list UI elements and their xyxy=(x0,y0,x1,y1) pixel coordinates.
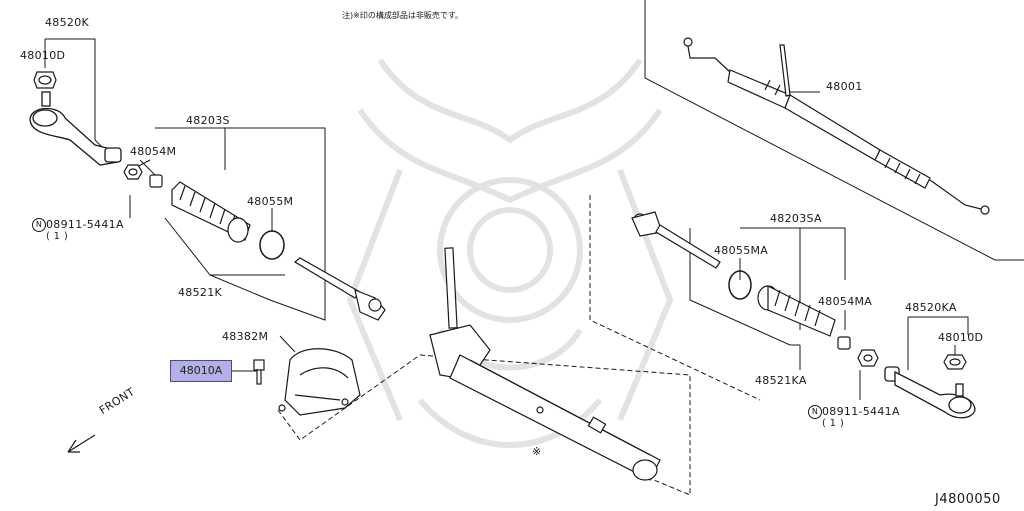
rack-assembly-48001 xyxy=(683,37,990,215)
diagram-code: J4800050 xyxy=(935,492,1001,507)
dashed-connector-center xyxy=(277,354,691,496)
steering-rack-center xyxy=(429,247,661,481)
part-48010a-highlight[interactable]: 48010A xyxy=(170,360,232,382)
label-08911-left-code: 08911-5441A xyxy=(46,218,124,231)
nut-08911-right xyxy=(857,349,879,367)
label-08911-right-code: 08911-5441A xyxy=(822,405,900,418)
tie-rod-end-left xyxy=(29,91,122,166)
label-48521k: 48521K xyxy=(178,286,223,299)
label-48055ma: 48055MA xyxy=(714,244,769,257)
label-08911-left-qty: ( 1 ) xyxy=(46,231,69,242)
inner-socket-48521k xyxy=(293,257,386,321)
clamp-48054m-left xyxy=(149,174,163,188)
label-48203s: 48203S xyxy=(186,114,230,127)
nut-08911-left xyxy=(123,164,143,180)
label-48055m: 48055M xyxy=(247,195,294,208)
label-48521ka: 48521KA xyxy=(755,374,807,387)
clamp-48055ma-right xyxy=(728,270,752,300)
front-arrow xyxy=(67,434,96,453)
watermark-emblem xyxy=(346,58,674,448)
label-48520k: 48520K xyxy=(45,16,90,29)
boot-48203sa-right xyxy=(757,285,836,337)
header-note: 注)※印の構成部品は非販売です。 xyxy=(342,11,464,20)
bolt-48010a xyxy=(253,359,265,385)
boot-48203s-left xyxy=(171,181,251,243)
n-circle-icon: N xyxy=(32,218,46,232)
insulator-48382m xyxy=(278,348,361,416)
n-circle-icon: N xyxy=(808,405,822,419)
label-48054ma: 48054MA xyxy=(818,295,873,308)
nut-48010d-right xyxy=(943,354,967,370)
label-48382m: 48382M xyxy=(222,330,269,343)
svg-text:※: ※ xyxy=(532,445,541,458)
non-sale-mark-center: ※ xyxy=(532,445,541,458)
assembly-box xyxy=(644,0,1024,261)
inner-socket-48521ka xyxy=(631,211,721,269)
label-48001: 48001 xyxy=(826,80,863,93)
label-48010d-left: 48010D xyxy=(20,49,66,62)
tie-rod-end-right xyxy=(884,366,976,419)
clamp-48054ma-right xyxy=(837,336,851,350)
label-48520ka: 48520KA xyxy=(905,301,957,314)
nut-48010d-left xyxy=(33,71,57,89)
label-08911-right-qty: ( 1 ) xyxy=(822,418,845,429)
clamp-48055m-left xyxy=(259,230,285,260)
dashed-box-right xyxy=(589,195,761,401)
label-48054m: 48054M xyxy=(130,145,177,158)
label-48203sa: 48203SA xyxy=(770,212,822,225)
label-48010d-right: 48010D xyxy=(938,331,984,344)
